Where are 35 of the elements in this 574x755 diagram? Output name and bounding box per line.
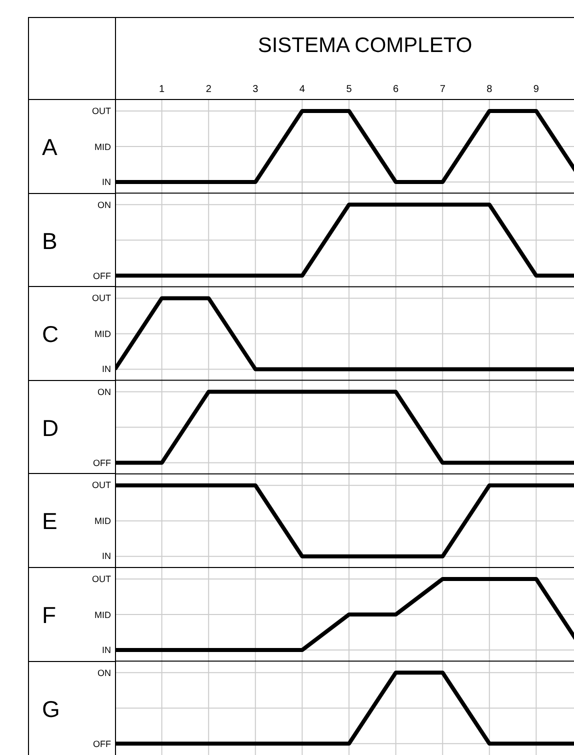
diagram-title: SISTEMA COMPLETO	[256, 33, 474, 59]
level-label: IN	[102, 551, 111, 562]
level-label: OUT	[92, 574, 111, 585]
step-number: 6	[392, 84, 400, 96]
row-letter: F	[42, 602, 56, 628]
row-letter: G	[42, 696, 60, 722]
row-letter: A	[42, 134, 58, 160]
step-number: 7	[438, 84, 446, 96]
level-label: OUT	[92, 480, 111, 492]
level-label: MID	[94, 516, 111, 527]
level-label: ON	[98, 386, 111, 398]
step-number: 9	[532, 84, 540, 96]
step-number: 8	[486, 84, 494, 96]
step-number: 2	[204, 84, 212, 96]
step-number: 4	[298, 84, 306, 96]
row-letter: E	[42, 508, 58, 534]
level-label: IN	[102, 645, 111, 656]
level-label: MID	[94, 328, 111, 340]
row-letter: B	[42, 228, 58, 254]
step-number: 3	[252, 84, 260, 96]
step-number: 1	[158, 84, 166, 96]
step-number: 5	[345, 84, 353, 96]
level-label: MID	[94, 142, 111, 152]
level-label: IN	[102, 177, 111, 188]
row-letter: D	[42, 414, 59, 441]
level-label: ON	[98, 200, 111, 211]
level-label: OFF	[93, 738, 111, 750]
level-label: OFF	[93, 270, 111, 282]
level-label: ON	[98, 668, 111, 679]
level-label: IN	[102, 364, 111, 376]
level-label: OFF	[93, 458, 111, 469]
level-label: OUT	[92, 106, 111, 117]
row-letter: C	[42, 321, 59, 348]
level-label: OUT	[92, 293, 111, 304]
level-label: MID	[94, 610, 111, 620]
